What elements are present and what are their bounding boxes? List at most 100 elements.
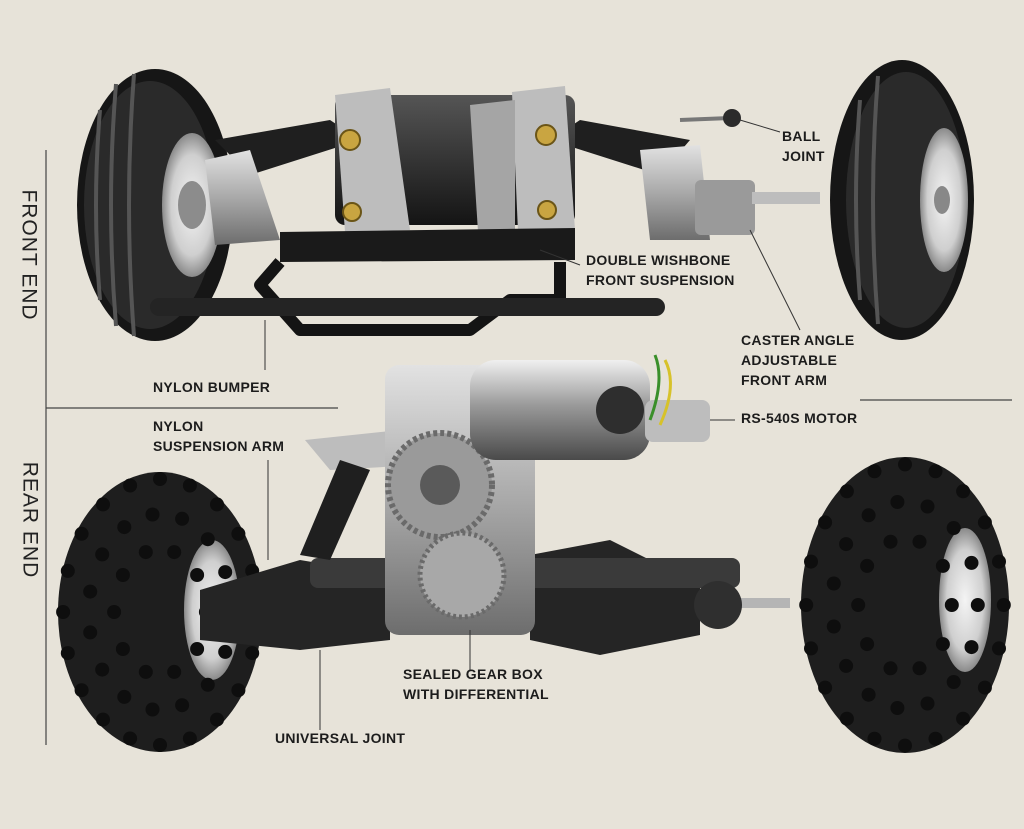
- nylon-bumper: [254, 258, 566, 336]
- tire-spike: [804, 554, 818, 569]
- tire-spike: [818, 515, 833, 530]
- front-end-label: FRONT END: [17, 189, 41, 321]
- tire-spike: [145, 507, 160, 522]
- tire-spike: [95, 662, 110, 677]
- universal-joint-label: UNIVERSAL JOINT: [275, 730, 406, 746]
- tire-spike: [898, 457, 912, 472]
- tire-spike: [992, 641, 1006, 656]
- tire-spike: [200, 677, 215, 692]
- rear-right-tire: [799, 457, 1011, 753]
- tire-spike: [799, 598, 814, 612]
- nylon-bumper-label: NYLON BUMPER: [153, 379, 271, 395]
- tire-spike: [977, 515, 992, 530]
- tire-spike: [956, 711, 971, 726]
- tire-spike: [970, 598, 985, 612]
- tire-spike: [56, 605, 71, 619]
- tire-spike: [153, 738, 167, 752]
- tire-spike: [851, 598, 866, 612]
- tire-spike: [175, 698, 190, 713]
- tire-spike: [190, 568, 205, 582]
- tire-spike: [977, 680, 992, 695]
- tire-spike: [153, 472, 167, 486]
- tire-spike: [861, 508, 876, 523]
- tire-spike: [898, 738, 912, 753]
- tire-spike: [245, 646, 260, 661]
- tire-spike: [74, 683, 89, 698]
- tire-spike: [839, 711, 854, 726]
- tire-spike: [175, 511, 190, 526]
- front-right-tire: [830, 60, 974, 340]
- rear-end-label: REAR END: [18, 461, 42, 579]
- tire-spike: [912, 534, 927, 549]
- tire-spike: [60, 646, 75, 661]
- motor-label: RS-540S MOTOR: [741, 410, 858, 426]
- tire-spike: [182, 478, 197, 493]
- rs540s-motor: [470, 360, 650, 460]
- tire-spike: [218, 565, 233, 580]
- tire-spike: [231, 526, 246, 541]
- tire-spike: [928, 464, 943, 479]
- tire-spike: [920, 499, 935, 514]
- tire-spike: [818, 680, 833, 695]
- tire-spike: [992, 554, 1006, 569]
- tire-spike: [231, 683, 246, 698]
- tire-spike: [210, 497, 224, 512]
- tire-spike: [210, 712, 224, 727]
- tire-spike: [883, 534, 898, 549]
- tire-spike: [946, 521, 961, 535]
- tire-spike: [96, 712, 110, 727]
- tire-spike: [107, 605, 122, 619]
- tire-spike: [83, 584, 98, 599]
- tire-spike: [115, 642, 130, 656]
- tire-spike: [145, 702, 160, 717]
- tire-spike: [95, 547, 110, 562]
- tire-spike: [138, 545, 153, 560]
- tire-spike: [96, 497, 110, 512]
- tire-spike: [928, 731, 943, 746]
- tire-spike: [839, 537, 854, 552]
- section-dividers: [45, 150, 1012, 745]
- tire-spike: [944, 598, 959, 612]
- tire-spike: [867, 731, 882, 746]
- tire-spike: [912, 661, 927, 676]
- tire-spike: [138, 664, 153, 679]
- tire-spike: [117, 520, 132, 535]
- tire-spike: [890, 701, 905, 715]
- tire-spike: [123, 731, 138, 746]
- tire-spike: [74, 526, 89, 541]
- tire-spike: [83, 625, 98, 640]
- tire-spike: [935, 637, 950, 652]
- lower-arm-plate: [280, 228, 575, 262]
- tire-spike: [190, 642, 205, 656]
- rear-axle-housing-right: [530, 540, 700, 655]
- tire-spike: [890, 495, 905, 509]
- tire-spike: [200, 532, 215, 547]
- ball-joint: [723, 109, 741, 127]
- tire-spike: [115, 568, 130, 582]
- tire-spike: [964, 555, 979, 570]
- tire-spike: [60, 563, 75, 578]
- tire-spike: [964, 640, 979, 655]
- tire-spike: [167, 545, 182, 560]
- tire-spike: [946, 675, 961, 689]
- tire-spike: [826, 619, 841, 634]
- tire-spike: [839, 658, 854, 673]
- rear-left-tire: [56, 472, 264, 752]
- tire-spike: [826, 576, 841, 591]
- tire-spike: [935, 558, 950, 573]
- tire-spike: [167, 664, 182, 679]
- tire-spike: [996, 598, 1011, 612]
- tire-spike: [860, 558, 875, 573]
- front-end-assembly: [77, 60, 974, 370]
- tire-spike: [883, 661, 898, 676]
- tire-spike: [867, 464, 882, 479]
- tire-spike: [123, 478, 138, 493]
- tire-spike: [956, 484, 971, 499]
- tire-spike: [804, 641, 818, 656]
